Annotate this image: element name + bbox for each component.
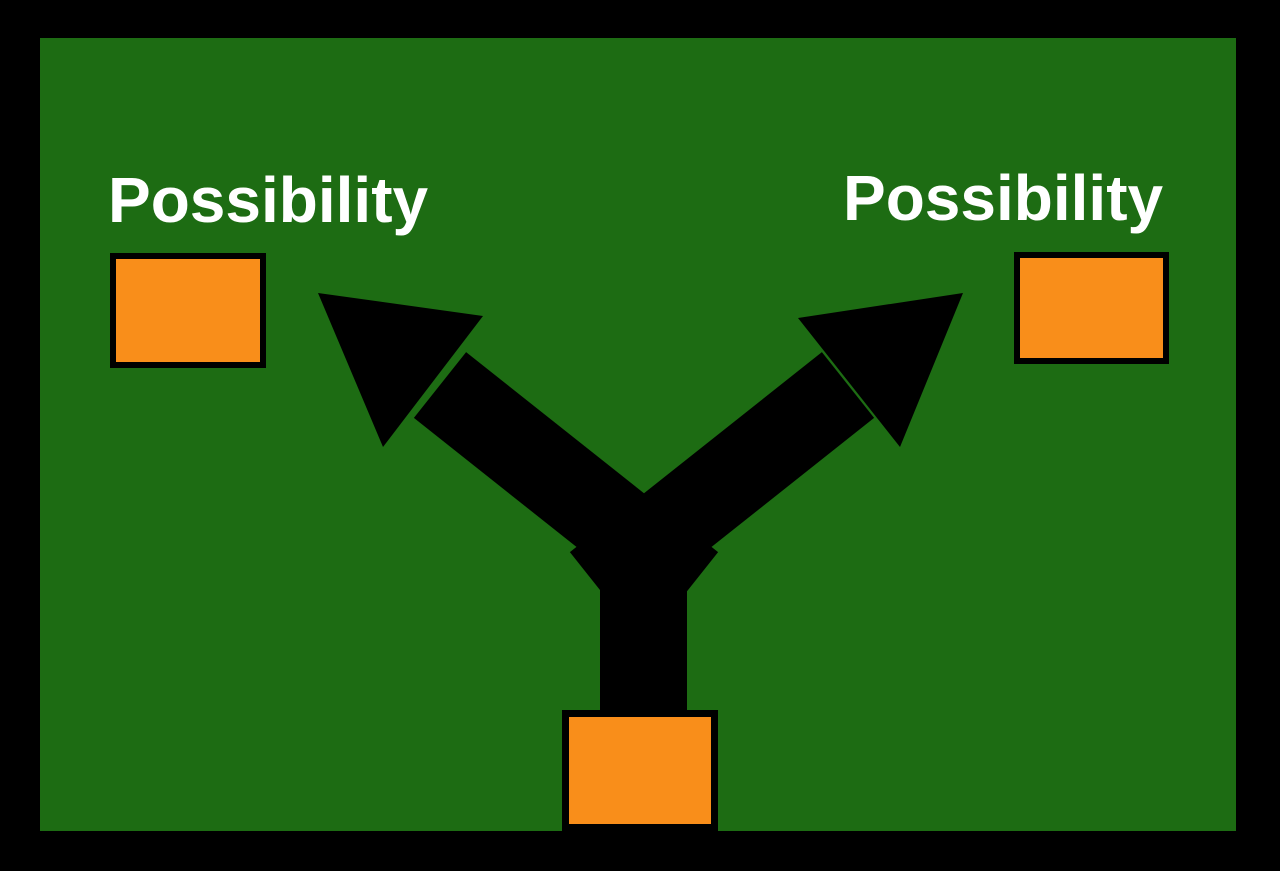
right-option-box	[1014, 252, 1169, 364]
left-option-box	[110, 253, 266, 368]
left-possibility-label: Possibility	[108, 164, 429, 236]
right-arrow-shaft	[569, 352, 875, 618]
right-possibility-label: Possibility	[843, 162, 1164, 234]
right-arrowhead-icon	[798, 293, 963, 447]
left-arrowhead-icon	[318, 293, 483, 447]
start-box	[562, 710, 718, 831]
